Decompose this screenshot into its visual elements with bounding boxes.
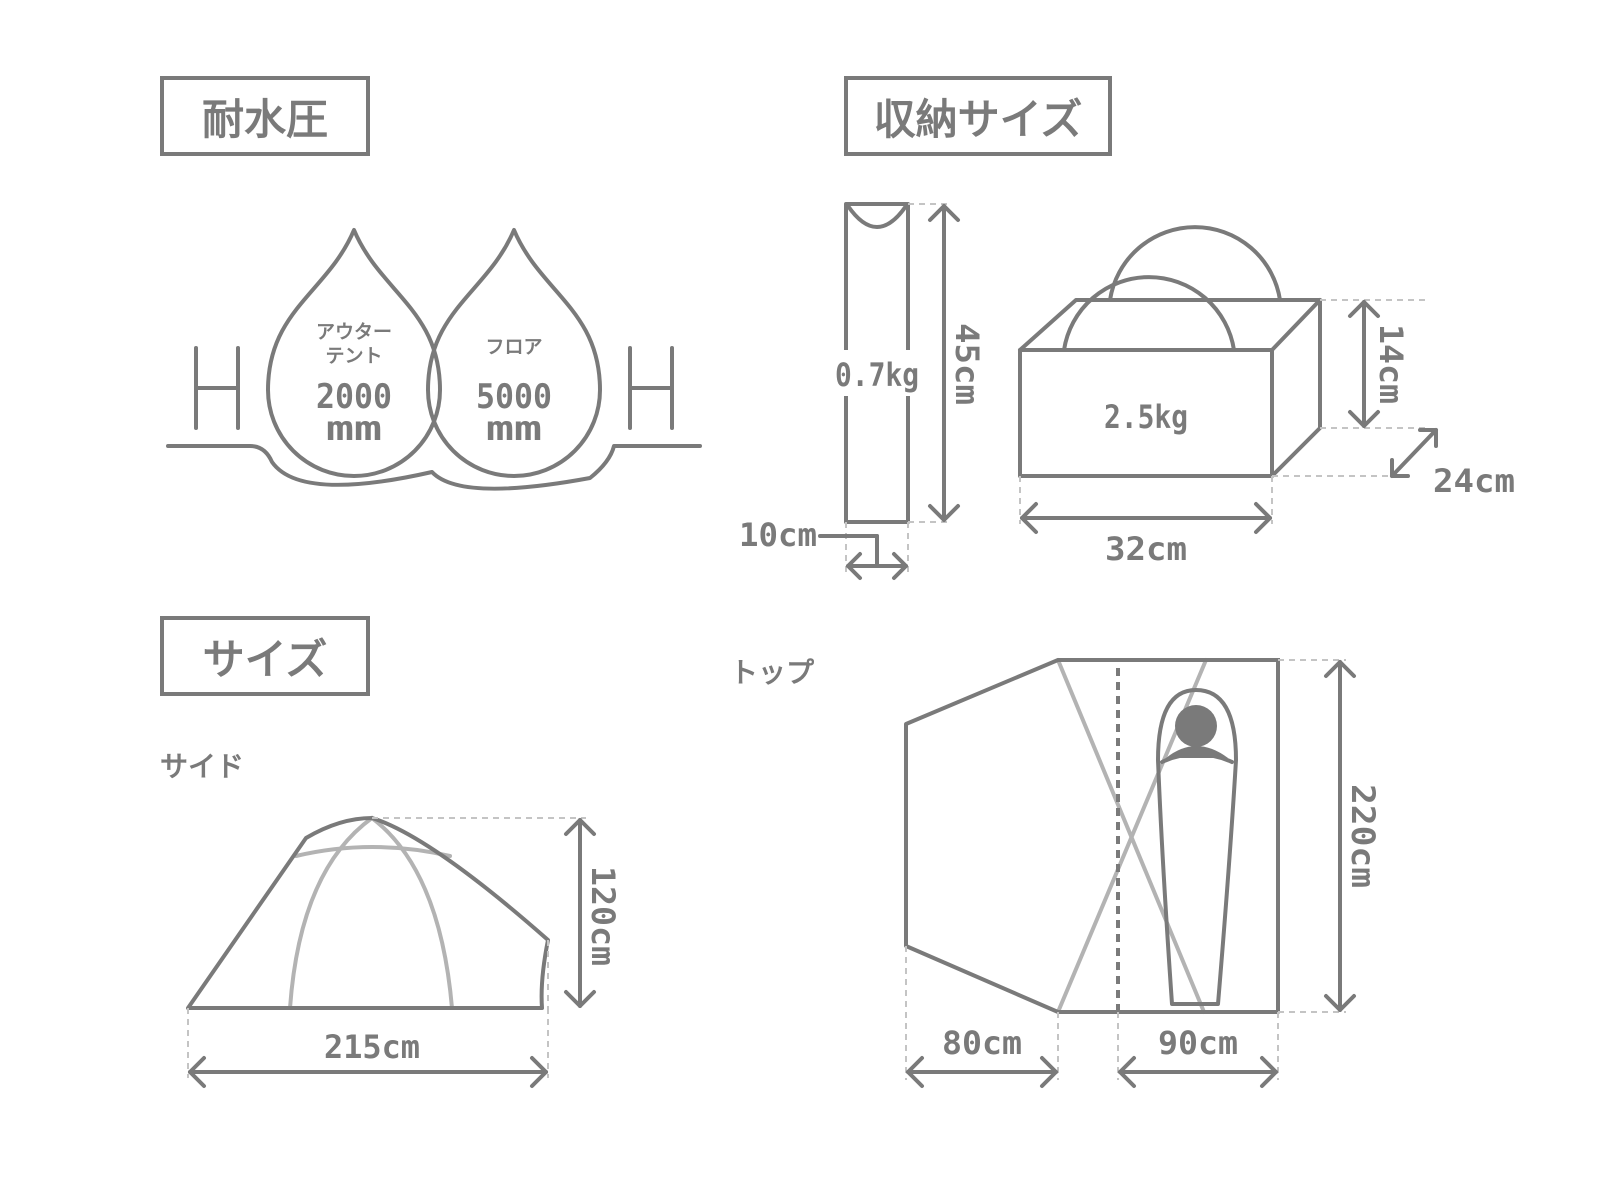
outer-tent-drop-icon — [266, 228, 442, 478]
bag-depth: 24cm — [1433, 462, 1515, 500]
waterproof-heading-box: 耐水圧 — [160, 76, 370, 156]
top-view-label: トップ — [730, 656, 815, 689]
top-length: 220cm — [1344, 784, 1382, 888]
outer-tent-label-line1: アウター — [316, 321, 392, 343]
water-drops-illustration: アウター テント 2000 mm フロア 5000 mm — [166, 228, 702, 491]
outer-tent-label-line2: テント — [325, 345, 382, 367]
side-length: 215cm — [324, 1028, 420, 1066]
bag-width: 32cm — [1105, 530, 1187, 568]
right-h-mark-icon — [628, 346, 674, 430]
bag-height: 14cm — [1372, 324, 1410, 404]
side-view-illustration: 120cm 215cm — [186, 815, 622, 1088]
storage-heading: 収納サイズ — [874, 95, 1083, 144]
pole-diameter: 10cm — [739, 516, 817, 554]
side-height: 120cm — [584, 866, 622, 966]
top-vestibule: 80cm — [942, 1024, 1022, 1062]
top-view-illustration: 220cm 80cm 90cm — [904, 658, 1382, 1088]
pole-weight: 0.7kg — [835, 356, 919, 394]
pole-bag-illustration: 0.7kg 45cm 10cm — [739, 202, 986, 580]
floor-label: フロア — [485, 336, 542, 358]
left-h-mark-icon — [194, 346, 240, 430]
floor-drop-icon — [426, 228, 602, 478]
bag-weight: 2.5kg — [1104, 398, 1188, 436]
top-inner: 90cm — [1158, 1024, 1238, 1062]
person-head-icon — [1175, 705, 1217, 747]
outer-tent-value: 2000 — [316, 377, 392, 417]
outer-tent-unit: mm — [326, 409, 382, 449]
storage-heading-box: 収納サイズ — [844, 76, 1112, 156]
tent-bag-illustration: 2.5kg 14cm 24cm 32cm — [1018, 225, 1515, 568]
pole-length: 45cm — [948, 323, 986, 405]
floor-unit: mm — [486, 409, 542, 449]
side-view-label: サイド — [160, 750, 244, 783]
size-heading-box: サイズ — [160, 616, 370, 696]
floor-value: 5000 — [476, 377, 552, 417]
waterproof-heading: 耐水圧 — [202, 95, 328, 144]
size-heading: サイズ — [203, 635, 328, 684]
